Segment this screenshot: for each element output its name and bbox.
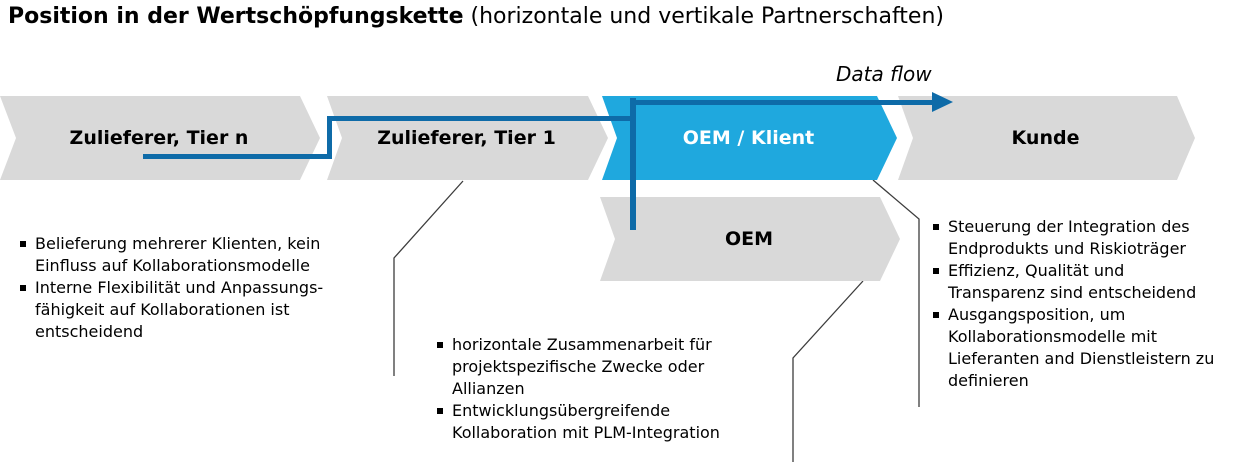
title-subtitle: (horizontale und vertikale Partnerschaft… (470, 4, 944, 29)
list-item: Belieferung mehrerer Klienten, kein Einf… (20, 233, 382, 277)
bullet-square-icon (933, 312, 939, 318)
bullet-square-icon (933, 224, 939, 230)
chevron-label: Zulieferer, Tier n (69, 127, 249, 149)
notes-supplier: Belieferung mehrerer Klienten, kein Einf… (20, 233, 382, 343)
list-item: Steuerung der Integration des Endprodukt… (933, 216, 1217, 260)
data-flow-line-segment (630, 98, 636, 230)
notes-oem: horizontale Zusammenarbeit für projektsp… (437, 334, 759, 444)
note-text: Belieferung mehrerer Klienten, kein Einf… (35, 234, 321, 275)
chevron-zulieferer-tier-n: Zulieferer, Tier n (0, 96, 320, 180)
data-flow-line-segment (143, 154, 332, 159)
notes-oem-klient: Steuerung der Integration des Endprodukt… (933, 216, 1217, 392)
list-item: horizontale Zusammenarbeit für projektsp… (437, 334, 759, 400)
data-flow-arrowhead-icon (932, 92, 953, 112)
data-flow-line-segment (327, 116, 636, 121)
title-main: Position in der Wertschöpfungskette (8, 4, 464, 29)
data-flow-line-segment (327, 116, 332, 159)
list-item: Entwicklungsübergreifende Kollaboration … (437, 400, 759, 444)
chevron-oem-klient: OEM / Klient (602, 96, 897, 180)
note-text: Interne Flexibilität und Anpassungs-fähi… (35, 278, 324, 341)
chevron-label: Kunde (1011, 127, 1080, 149)
connector-middle (792, 280, 864, 462)
list-item: Effizienz, Qualität und Transparenz sind… (933, 260, 1217, 304)
chevron-label: OEM (724, 228, 774, 250)
chevron-label: OEM / Klient (682, 127, 815, 149)
note-text: horizontale Zusammenarbeit für projektsp… (452, 335, 712, 398)
chevron-label: Zulieferer, Tier 1 (377, 127, 556, 149)
bullet-square-icon (20, 285, 26, 291)
chevron-zulieferer-tier-1: Zulieferer, Tier 1 (327, 96, 608, 180)
note-text: Ausgangsposition, um Kollaborationsmodel… (948, 305, 1215, 390)
bullet-square-icon (20, 241, 26, 247)
page-title: Position in der Wertschöpfungskette(hori… (8, 4, 944, 29)
note-text: Steuerung der Integration des Endprodukt… (948, 217, 1190, 258)
list-item: Interne Flexibilität und Anpassungs-fähi… (20, 277, 382, 343)
bullet-square-icon (933, 268, 939, 274)
list-item: Ausgangsposition, um Kollaborationsmodel… (933, 304, 1217, 392)
data-flow-label: Data flow (836, 62, 932, 86)
chevron-oem: OEM (600, 197, 900, 281)
note-text: Effizienz, Qualität und Transparenz sind… (948, 261, 1197, 302)
bullet-square-icon (437, 408, 443, 414)
bullet-square-icon (437, 342, 443, 348)
note-text: Entwicklungsübergreifende Kollaboration … (452, 401, 720, 442)
data-flow-line-segment (630, 100, 932, 105)
